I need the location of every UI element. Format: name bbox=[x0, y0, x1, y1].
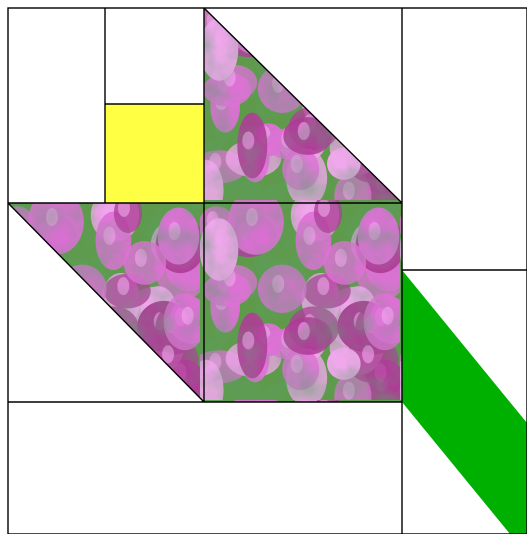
center-tulip-square bbox=[204, 203, 402, 402]
yellow-square bbox=[105, 104, 203, 203]
